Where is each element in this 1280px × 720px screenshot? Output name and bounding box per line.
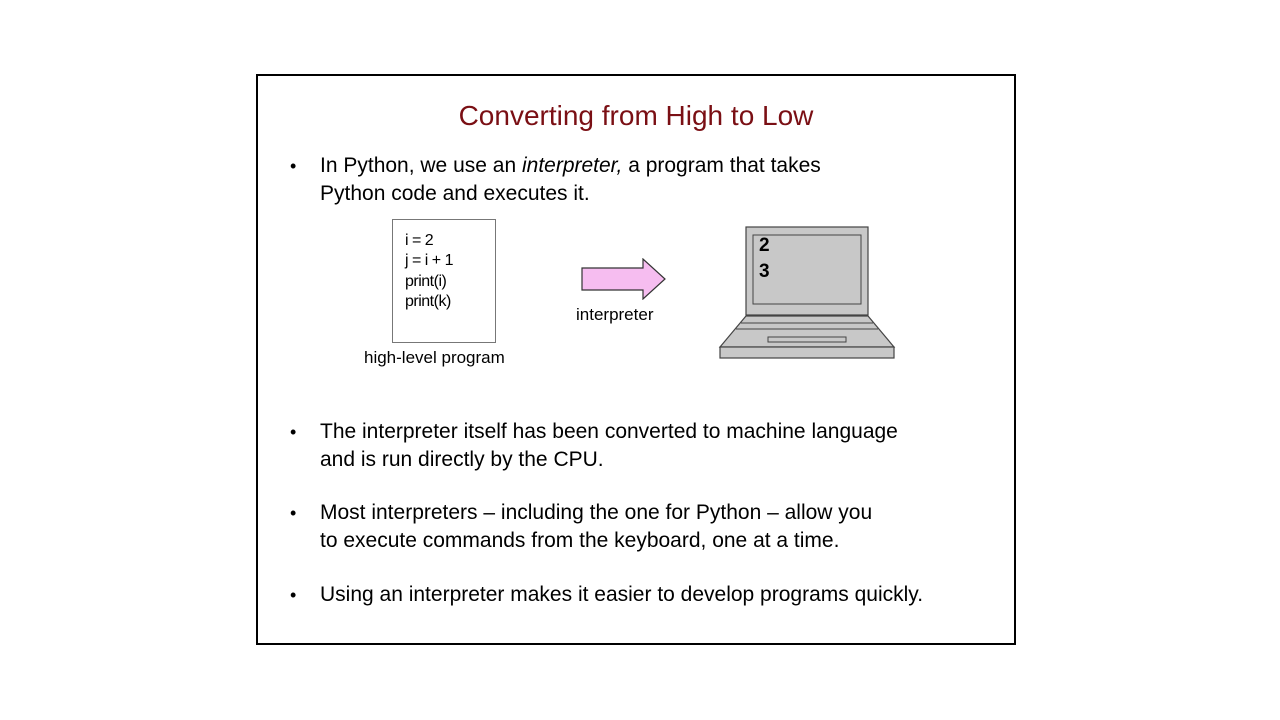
- bullet-text: The interpreter itself has been converte…: [320, 420, 898, 471]
- slide-title: Converting from High to Low: [458, 100, 814, 131]
- bullet-marker: •: [290, 503, 297, 523]
- code-line: i = 2: [405, 232, 434, 249]
- slide: Converting from High to Low • In Python,…: [256, 74, 1016, 645]
- code-line: j = i + 1: [405, 252, 453, 269]
- emphasis-interpreter: interpreter,: [521, 154, 623, 177]
- bullet-text: Most interpreters – including the one fo…: [320, 501, 873, 552]
- code-line: print(k): [405, 293, 451, 310]
- code-box: i = 2 j = i + 1 print(i) print(k): [392, 219, 496, 343]
- bullet-marker: •: [290, 156, 297, 176]
- bullet-marker: •: [290, 422, 297, 442]
- interpreter-caption: interpreter: [576, 305, 654, 324]
- bullet-marker: •: [290, 585, 297, 605]
- bullet-text: Using an interpreter makes it easier to …: [320, 583, 924, 606]
- arrow-icon: [581, 258, 666, 300]
- program-caption: high-level program: [364, 348, 505, 367]
- code-line: print(i): [405, 273, 447, 290]
- bullet-text: In Python, we use an interpreter, a prog…: [320, 154, 821, 205]
- screen-output-line: 3: [759, 261, 770, 282]
- screen-output-line: 2: [759, 235, 770, 256]
- laptop-icon: [718, 226, 896, 359]
